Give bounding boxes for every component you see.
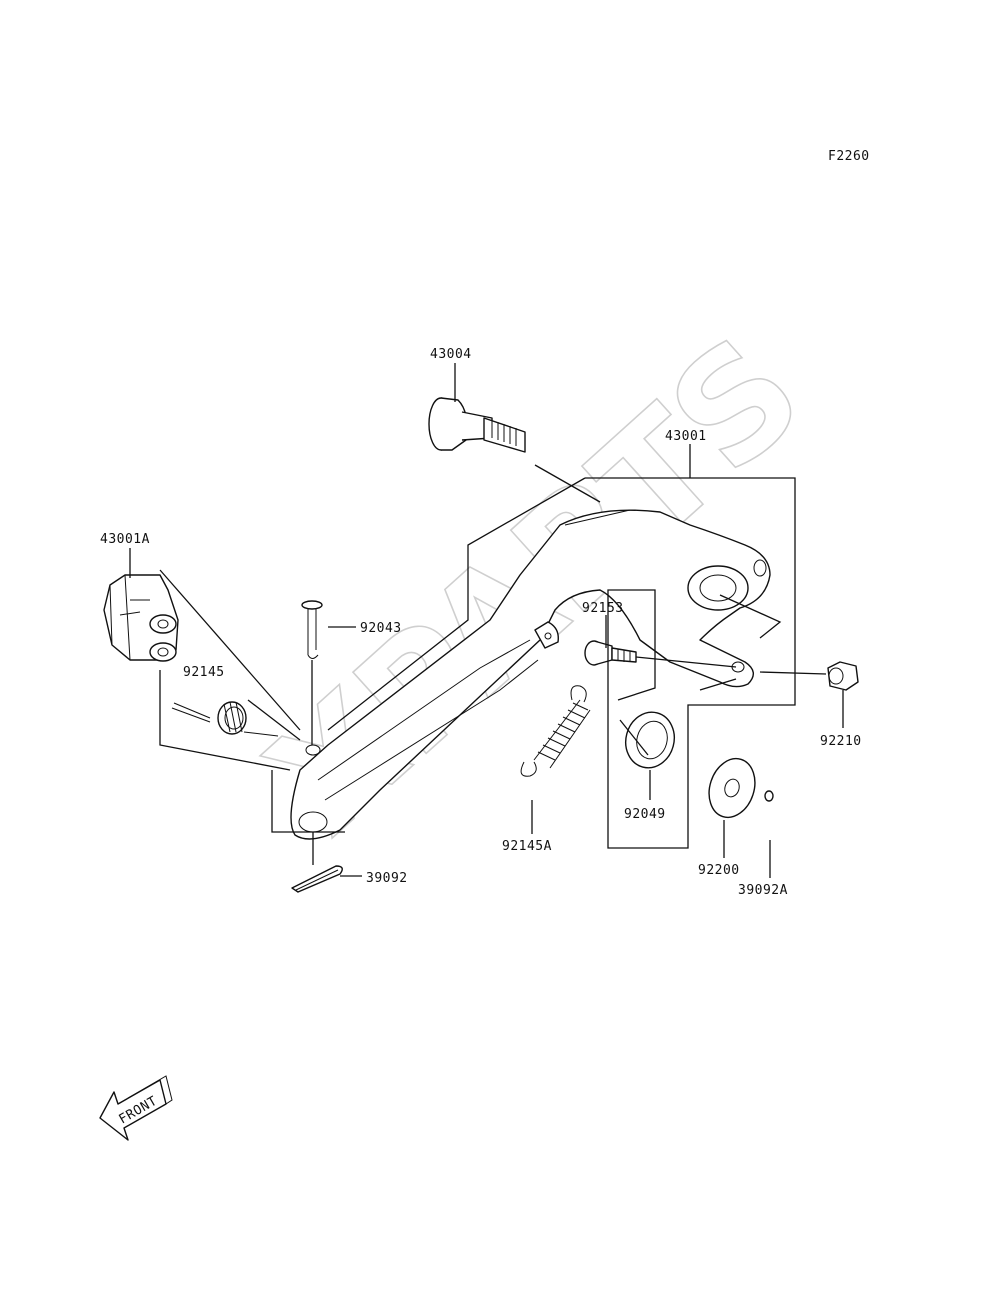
extension-spring-92145A <box>520 685 591 777</box>
torsion-spring-92145 <box>171 701 279 737</box>
label-92200: 92200 <box>698 863 740 878</box>
label-92043: 92043 <box>360 621 402 636</box>
label-39092A: 39092A <box>738 883 788 898</box>
label-43001A: 43001A <box>100 532 150 547</box>
seal-92049 <box>625 711 675 769</box>
leader-lines <box>129 363 844 878</box>
bolt-92153 <box>584 640 637 666</box>
label-92145A: 92145A <box>502 839 552 854</box>
label-43004: 43004 <box>430 347 472 362</box>
front-arrow-icon: FRONT <box>99 1075 173 1141</box>
label-43001: 43001 <box>665 429 707 444</box>
collar-92210 <box>827 661 859 691</box>
cotter-pin-39092A <box>764 790 774 802</box>
pedal-arm-43001 <box>290 509 771 840</box>
label-39092: 39092 <box>366 871 408 886</box>
label-92145: 92145 <box>183 665 225 680</box>
label-92049: 92049 <box>624 807 666 822</box>
label-92210: 92210 <box>820 734 862 749</box>
pin-92043 <box>301 600 323 659</box>
figure-code: F2260 <box>828 149 870 164</box>
washer-92200 <box>708 757 756 819</box>
clevis-43001A <box>103 574 179 662</box>
pivot-bolt-43004 <box>428 397 526 453</box>
cotter-pin-39092 <box>291 865 343 893</box>
label-92153: 92153 <box>582 601 624 616</box>
